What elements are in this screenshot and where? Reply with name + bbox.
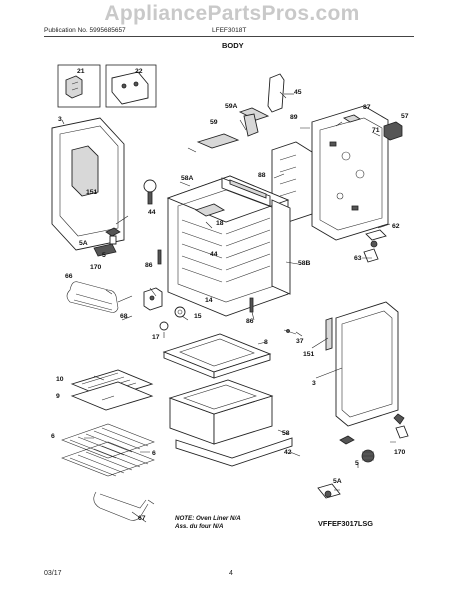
callout-22: 22 — [135, 68, 143, 75]
insulation-18 — [194, 203, 226, 217]
callout-21: 21 — [77, 68, 85, 75]
callout-59A: 59A — [225, 103, 238, 110]
callout-44-upper: 44 — [148, 209, 156, 216]
callout-151-outer: 151 — [303, 351, 315, 358]
callout-58A: 58A — [181, 175, 194, 182]
hinge-right — [317, 413, 409, 499]
callout-5A-right: 5A — [333, 478, 342, 485]
part-22-box — [105, 64, 157, 108]
header-rule — [44, 36, 414, 37]
switch-62 — [363, 229, 387, 263]
callout-6-lower: 6 — [152, 450, 156, 457]
callout-57: 57 — [401, 113, 409, 120]
callout-86-lower: 86 — [246, 318, 254, 325]
bracket-45 — [267, 73, 294, 113]
callout-5-right: 5 — [355, 460, 359, 467]
broil-element-67 — [93, 491, 155, 521]
bracket-59 — [196, 133, 240, 149]
callout-37: 37 — [296, 338, 304, 345]
rear-panel — [311, 105, 389, 241]
callout-63: 63 — [354, 255, 362, 262]
callout-59: 59 — [210, 119, 218, 126]
callout-14: 14 — [205, 297, 213, 304]
page-number: 4 — [229, 570, 233, 577]
oven-rack-lower — [61, 441, 155, 477]
diagram-code: VFFEF3017LSG — [318, 519, 374, 528]
note-line-1: NOTE: Oven Liner N/A — [175, 515, 241, 522]
callout-151-door: 151 — [86, 189, 98, 196]
callout-67: 67 — [138, 515, 146, 522]
callout-9: 9 — [56, 393, 60, 400]
callout-45: 45 — [294, 89, 302, 96]
hinge-left — [93, 215, 129, 257]
bracket-59A — [238, 107, 270, 137]
callout-3-door: 3 — [58, 116, 62, 123]
sensor-44 — [143, 179, 157, 205]
callout-58B: 58B — [298, 260, 311, 267]
door-outer-panel — [325, 301, 399, 427]
callout-3-outer: 3 — [312, 380, 316, 387]
bake-element-66 — [66, 281, 133, 313]
callout-8: 8 — [264, 339, 268, 346]
model-number: LFEF3018T — [212, 27, 247, 34]
part-57 — [383, 121, 403, 141]
section-title: BODY — [222, 41, 244, 50]
callout-68: 68 — [120, 313, 128, 320]
callout-17: 17 — [152, 334, 160, 341]
callout-42: 42 — [284, 449, 292, 456]
callout-62: 62 — [392, 223, 400, 230]
terminal-block-14 — [143, 287, 163, 311]
side-panel-58B — [271, 199, 291, 295]
part-87 — [342, 114, 362, 123]
drawer-front-42 — [175, 437, 293, 467]
callout-6-upper: 6 — [51, 433, 55, 440]
part-37 — [283, 329, 297, 335]
watermark: AppliancePartsPros.com — [104, 2, 360, 25]
callout-87: 87 — [363, 104, 371, 111]
callout-66: 66 — [65, 273, 73, 280]
part-17 — [159, 321, 169, 331]
callout-10: 10 — [56, 376, 64, 383]
callout-170-left: 170 — [90, 264, 102, 271]
callout-170-right: 170 — [394, 449, 406, 456]
callout-15: 15 — [194, 313, 202, 320]
callout-58: 58 — [282, 430, 290, 437]
callout-86-upper: 86 — [145, 262, 153, 269]
cooktop-8 — [162, 333, 272, 379]
callout-89: 89 — [290, 114, 298, 121]
callout-5-left: 5 — [102, 252, 106, 259]
publication-number: Publication No. 5995685657 — [44, 27, 126, 34]
callout-18: 18 — [216, 220, 224, 227]
oven-rack-upper — [61, 423, 155, 459]
side-panel-58A — [221, 177, 271, 207]
door-inner-panel — [51, 117, 125, 251]
oven-liner-note: NOTE: Oven Liner N/A Ass. du four N/A — [175, 515, 241, 531]
part-15 — [174, 306, 186, 318]
footer-date: 03/17 — [44, 570, 62, 577]
callout-71: 71 — [372, 127, 380, 134]
part-21-box — [57, 64, 101, 108]
callout-88: 88 — [258, 172, 266, 179]
note-line-2: Ass. du four N/A — [175, 523, 224, 530]
part-86-pins — [157, 249, 254, 313]
callout-5A-left: 5A — [79, 240, 88, 247]
broil-pan — [70, 369, 154, 411]
storage-drawer — [168, 379, 274, 445]
callout-44-lower: 44 — [210, 251, 218, 258]
